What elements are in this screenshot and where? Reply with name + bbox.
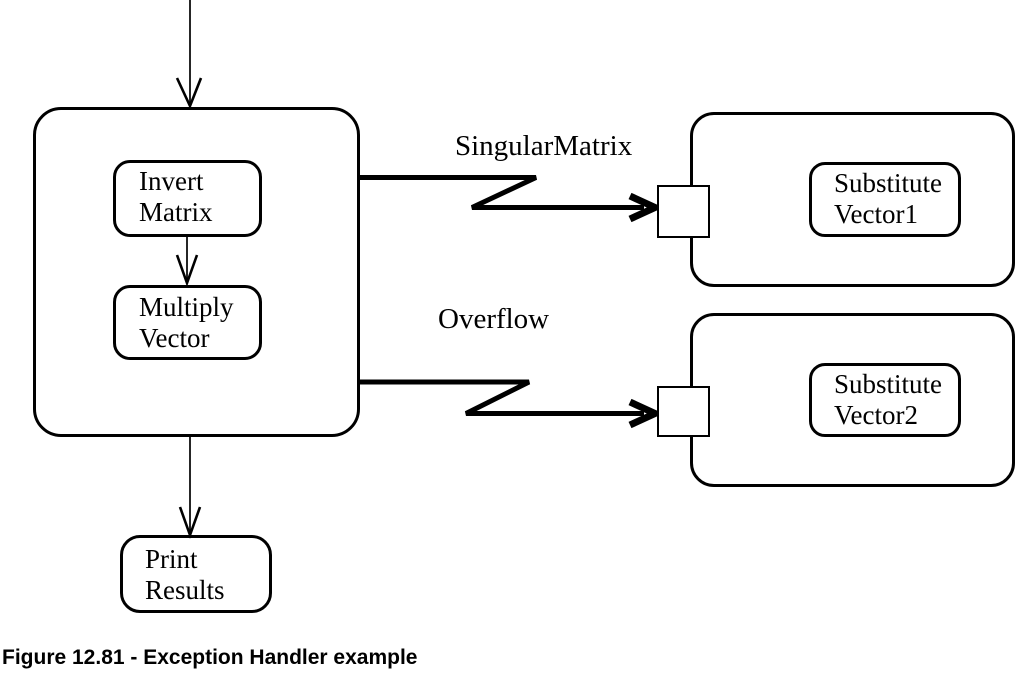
activity-invert-matrix-label-line2: Matrix [139, 197, 213, 227]
exception-arrowhead-overflow-icon [628, 398, 664, 429]
handler-entry-port-overflow [657, 386, 710, 437]
exception-zigzag-singularmatrix [358, 175, 644, 210]
activity-print-results-label-line2: Results [145, 575, 225, 605]
main-state-box [33, 107, 360, 437]
activity-substitute-vector2-label-line2: Vector2 [834, 400, 918, 430]
activity-substitute-vector2-label-line1: Substitute [834, 369, 943, 399]
activity-multiply-vector: Multiply Vector [113, 285, 262, 360]
activity-substitute-vector1: Substitute Vector1 [809, 162, 961, 237]
figure-caption: Figure 12.81 - Exception Handler example [2, 646, 418, 669]
activity-print-results-label-line1: Print [145, 544, 198, 574]
exception-arrowhead-singularmatrix-icon [628, 192, 664, 223]
activity-invert-matrix-label-line1: Invert [139, 166, 204, 196]
exception-label-singularmatrix: SingularMatrix [455, 130, 633, 162]
activity-substitute-vector1-label-line2: Vector1 [834, 199, 918, 229]
exception-zigzag-overflow [358, 379, 644, 416]
exception-label-overflow: Overflow [438, 303, 550, 335]
entry-arrowhead-icon [175, 77, 203, 110]
internal-arrowhead-icon [175, 254, 199, 287]
activity-substitute-vector1-label-line1: Substitute [834, 168, 943, 198]
activity-invert-matrix: Invert Matrix [113, 160, 262, 237]
handler-entry-port-singularmatrix [657, 185, 710, 238]
activity-substitute-vector2: Substitute Vector2 [809, 363, 961, 437]
activity-print-results: Print Results [120, 535, 272, 613]
activity-multiply-vector-label-line1: Multiply [139, 292, 234, 322]
activity-multiply-vector-label-line2: Vector [139, 323, 210, 353]
